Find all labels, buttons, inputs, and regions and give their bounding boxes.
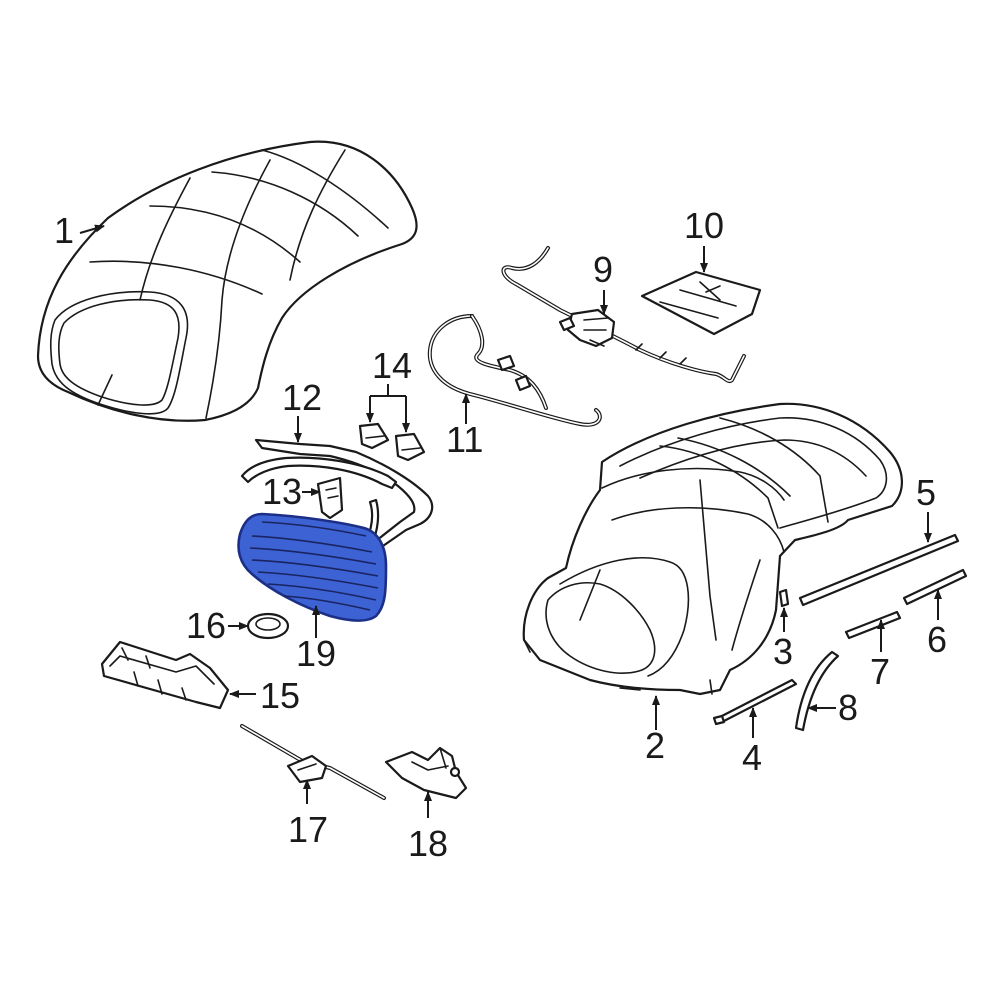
callout-5: 5 (916, 472, 936, 543)
callout-19-label: 19 (296, 633, 336, 674)
callout-19: 19 (296, 605, 336, 674)
callout-11-label: 11 (446, 419, 483, 460)
callout-9-label: 9 (593, 249, 613, 290)
callout-7-label: 7 (870, 651, 890, 692)
callout-15-label: 15 (260, 675, 300, 716)
callout-12: 12 (282, 377, 322, 443)
callout-14-label: 14 (372, 345, 412, 386)
callout-10-label: 10 (684, 205, 724, 246)
callout-6: 6 (927, 589, 947, 660)
callout-15: 15 (229, 675, 300, 716)
callout-10: 10 (684, 205, 724, 273)
weatherstrip-part-5[interactable] (798, 533, 960, 607)
callout-13-label: 13 (262, 471, 302, 512)
callout-16: 16 (186, 605, 249, 646)
callout-17-label: 17 (288, 809, 328, 850)
callout-13: 13 (262, 471, 321, 512)
callout-1-label: 1 (54, 210, 74, 251)
top-frame-part[interactable] (522, 402, 903, 696)
rear-window-part-19[interactable] (237, 512, 388, 622)
callout-7: 7 (870, 619, 890, 692)
callout-17: 17 (288, 779, 328, 850)
molding-part-7[interactable] (844, 610, 902, 640)
callout-3: 3 (773, 607, 793, 672)
callout-11: 11 (446, 393, 483, 460)
curved-seal-part-8[interactable] (794, 650, 840, 732)
callout-9: 9 (593, 249, 613, 315)
clip-part-3[interactable] (778, 588, 790, 608)
callout-18: 18 (408, 791, 448, 864)
callout-2-label: 2 (645, 725, 665, 766)
cable-guide-part-17[interactable] (240, 724, 386, 800)
latch-bracket-part-18[interactable] (384, 746, 468, 800)
callout-4: 4 (742, 707, 762, 778)
callout-12-label: 12 (282, 377, 322, 418)
callout-1: 1 (54, 210, 105, 251)
seal-strip-part-4[interactable] (712, 678, 798, 726)
grommet-part-16[interactable] (246, 612, 290, 640)
callout-18-label: 18 (408, 823, 448, 864)
soft-top-cover-part[interactable] (36, 140, 418, 422)
callout-16-label: 16 (186, 605, 226, 646)
bracket-part-13[interactable] (316, 476, 344, 520)
callout-8-label: 8 (838, 687, 858, 728)
callout-6-label: 6 (927, 619, 947, 660)
wiring-harness-part-11[interactable] (427, 314, 602, 427)
bracket-pair-part-14[interactable] (358, 422, 426, 462)
callout-3-label: 3 (773, 631, 793, 672)
trim-panel-part-15[interactable] (100, 640, 230, 710)
callout-1-arrow (79, 224, 105, 234)
callout-8: 8 (807, 687, 858, 728)
molding-part-6[interactable] (902, 568, 968, 606)
cover-panel-part-10[interactable] (640, 270, 762, 336)
callout-4-label: 4 (742, 737, 762, 778)
callout-2: 2 (645, 695, 665, 766)
callout-14: 14 (366, 345, 412, 433)
callout-5-label: 5 (916, 472, 936, 513)
